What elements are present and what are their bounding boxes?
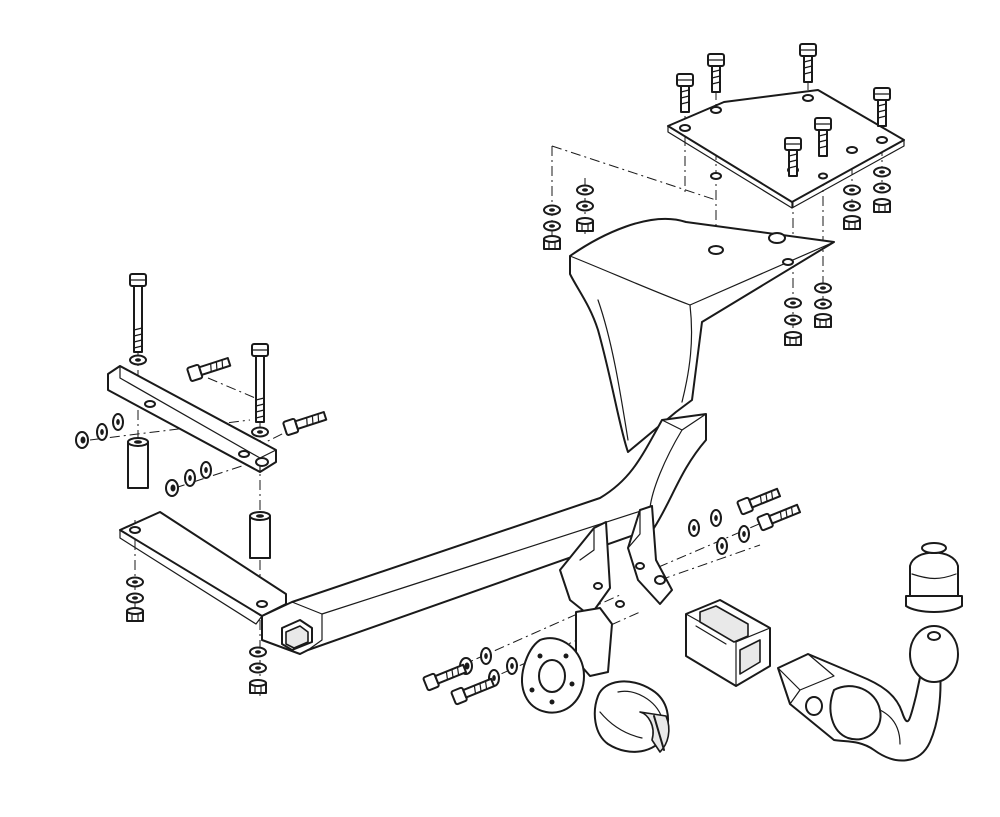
washer: [576, 184, 594, 196]
nut: [249, 679, 267, 694]
washer: [784, 297, 802, 309]
bolt: [755, 501, 803, 532]
ball-cover-cap: [905, 542, 963, 613]
bolt: [676, 73, 694, 113]
washer: [843, 184, 861, 196]
washer: [543, 220, 561, 232]
washer: [814, 298, 832, 310]
washer: [129, 354, 147, 366]
washer: [112, 413, 124, 431]
nut: [75, 431, 89, 449]
washer: [784, 314, 802, 326]
bolt: [421, 661, 469, 692]
bolt: [185, 354, 233, 383]
socket-plate: [521, 607, 613, 714]
washer: [738, 525, 750, 543]
washer: [506, 657, 518, 675]
left-upper-bracket: [107, 365, 277, 473]
bolt: [449, 675, 497, 706]
washer: [126, 592, 144, 604]
bolt: [799, 43, 817, 83]
nut: [576, 217, 594, 232]
hitch-tongue-plates: [559, 505, 673, 617]
washer: [873, 182, 891, 194]
ball-mount-receiver: [685, 599, 771, 687]
washer: [576, 200, 594, 212]
bolt: [281, 408, 329, 437]
electrical-socket: [593, 680, 670, 753]
tow-bar-crossbeam: [261, 413, 707, 655]
washer: [249, 646, 267, 658]
left-lower-bracket: [119, 511, 287, 625]
bolt: [873, 87, 891, 127]
washer: [814, 282, 832, 294]
nut: [165, 479, 179, 497]
bolt: [251, 343, 269, 423]
washer: [843, 200, 861, 212]
nut: [543, 235, 561, 250]
bolt: [707, 53, 725, 93]
nut: [784, 331, 802, 346]
washer: [873, 166, 891, 178]
washer: [543, 204, 561, 216]
washer: [251, 426, 269, 438]
nut: [843, 215, 861, 230]
washer: [716, 537, 728, 555]
bolt: [735, 485, 783, 516]
bolt: [129, 273, 147, 353]
washer: [688, 519, 700, 537]
washer: [710, 509, 722, 527]
washer: [200, 461, 212, 479]
nut: [873, 198, 891, 213]
washer: [249, 662, 267, 674]
spacer-tube: [127, 437, 271, 559]
washer: [480, 647, 492, 665]
nut: [814, 313, 832, 328]
tow-ball-neck: [777, 625, 959, 762]
nut: [126, 607, 144, 622]
washer: [184, 469, 196, 487]
washer: [126, 576, 144, 588]
right-mounting-bracket: [569, 172, 835, 453]
washer: [96, 423, 108, 441]
